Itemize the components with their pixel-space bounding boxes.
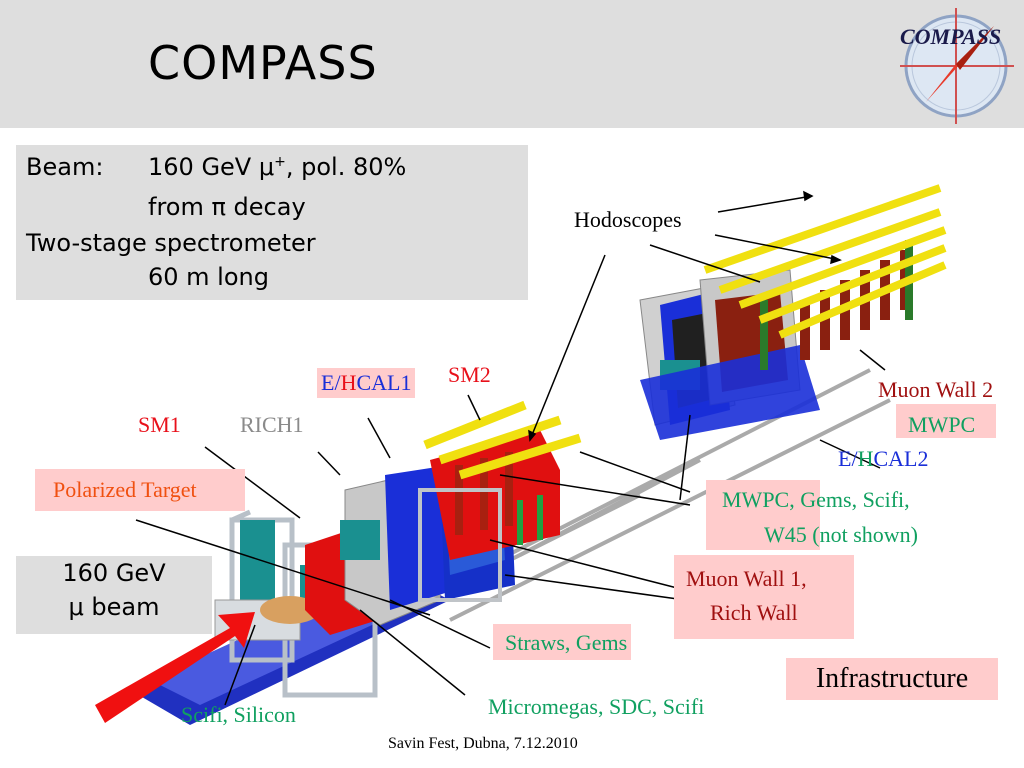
svg-text:COMPASS: COMPASS <box>900 24 1001 49</box>
footer-text: Savin Fest, Dubna, 7.12.2010 <box>388 735 578 752</box>
page-title: COMPASS <box>148 36 378 90</box>
label-sm2: SM2 <box>448 362 491 387</box>
compass-logo: COMPASS <box>900 8 1014 124</box>
beam-info-box: Beam: 160 GeV μ+, pol. 80% from π decay … <box>16 145 528 300</box>
spectrometer-text: Two-stage spectrometer <box>26 229 316 257</box>
beam-energy-box: 160 GeV μ beam <box>16 556 212 634</box>
beam-source: from π decay <box>148 193 306 221</box>
label-mwpc-gems: MWPC, Gems, Scifi, <box>722 487 910 512</box>
label-straws-gems: Straws, Gems <box>493 624 632 660</box>
label-hodoscopes: Hodoscopes <box>574 207 682 232</box>
label-micromegas: Micromegas, SDC, Scifi <box>488 694 705 719</box>
label-ehcal2: E/HCAL2 <box>838 446 929 471</box>
beam-key: Beam: <box>26 153 104 181</box>
label-mwpc-right: MWPC <box>896 404 996 438</box>
length-text: 60 m long <box>148 263 269 291</box>
label-ehcal1-box: E/HCAL1 <box>317 368 416 398</box>
beam-value: 160 GeV μ+, pol. 80% <box>148 153 407 181</box>
label-sm1: SM1 <box>138 412 181 437</box>
beam-energy: 160 GeV <box>62 559 166 587</box>
label-scifi-silicon: Scifi, Silicon <box>181 702 296 727</box>
label-muon-wall2: Muon Wall 2 <box>878 377 994 402</box>
beam-particle: μ beam <box>68 593 160 621</box>
label-rich-wall: Rich Wall <box>710 600 798 625</box>
label-polarized-target: Polarized Target <box>35 469 245 511</box>
muon-wall1-box <box>674 555 854 639</box>
label-w45: W45 (not shown) <box>764 522 918 547</box>
label-muon-wall1: Muon Wall 1, <box>686 566 807 591</box>
mwpc-gems-box <box>706 480 820 550</box>
header-bar <box>0 0 1024 128</box>
label-infrastructure: Infrastructure <box>786 658 998 700</box>
label-rich1: RICH1 <box>240 412 304 437</box>
